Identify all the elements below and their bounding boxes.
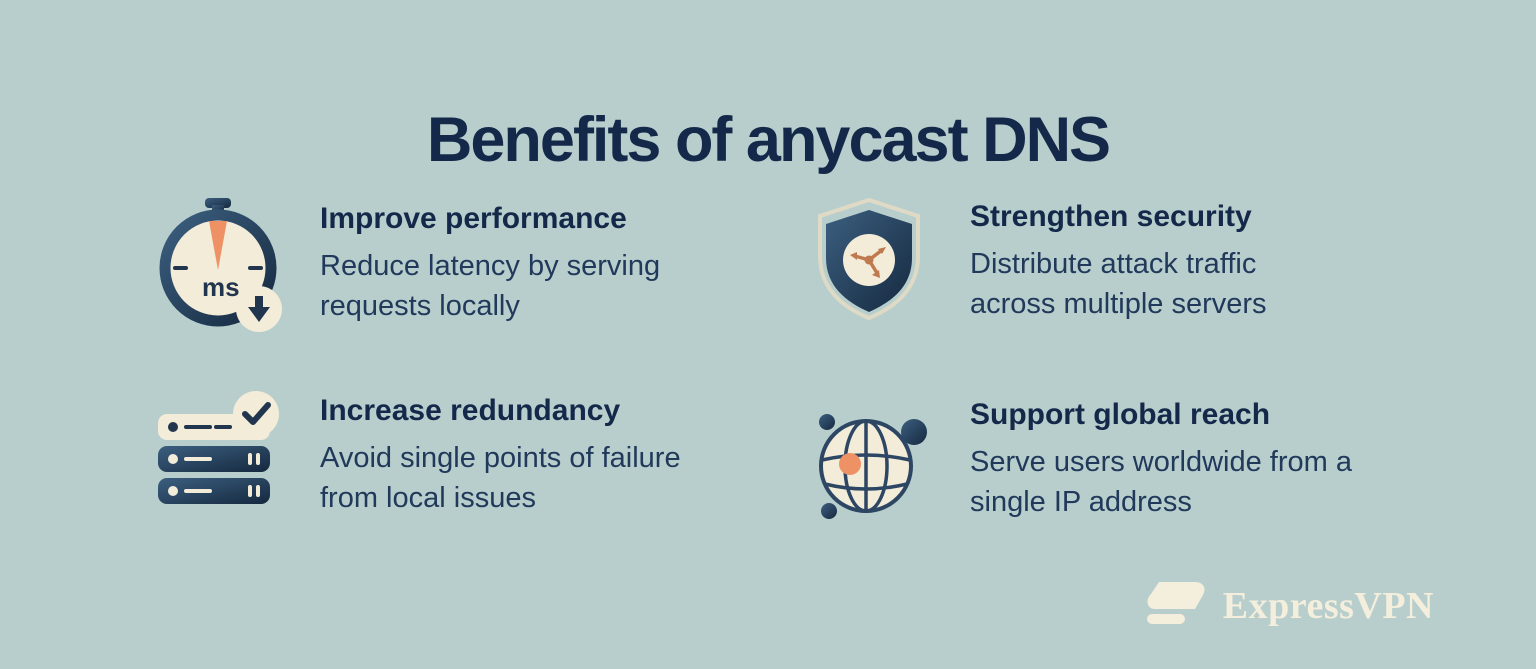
benefit-support-global-reach: Support global reach Serve users worldwi… (802, 392, 1402, 532)
server-stack-icon (152, 388, 286, 528)
globe-node-right (901, 419, 927, 445)
benefit-description: Avoid single points of failure from loca… (320, 442, 681, 515)
benefit-description: Serve users worldwide from a single IP a… (970, 446, 1352, 519)
expressvpn-logo-text: ExpressVPN (1222, 584, 1434, 627)
stopwatch-icon: ms (152, 196, 286, 336)
benefit-text-block: Increase redundancy Avoid single points … (320, 388, 686, 518)
server-row-3 (158, 478, 270, 504)
check-icon (233, 391, 279, 437)
server-stack-icon-svg (158, 391, 279, 504)
benefit-text-block: Support global reach Serve users worldwi… (970, 392, 1402, 522)
benefit-strengthen-security: Strengthen security Distribute attack tr… (802, 194, 1332, 334)
benefit-text-block: Strengthen security Distribute attack tr… (970, 194, 1332, 324)
benefit-description: Reduce latency by serving requests local… (320, 250, 661, 323)
expressvpn-logo-icon (1145, 580, 1207, 631)
globe-node-top-left (819, 414, 835, 430)
down-arrow-icon (236, 286, 282, 332)
benefit-title: Improve performance (320, 202, 627, 235)
benefit-description: Distribute attack traffic across multipl… (970, 248, 1267, 321)
benefit-title: Support global reach (970, 398, 1271, 431)
expressvpn-logo: ExpressVPN (1145, 580, 1434, 631)
globe-node-bottom-left (821, 503, 837, 519)
stopwatch-crown (205, 198, 231, 208)
benefit-increase-redundancy: Increase redundancy Avoid single points … (152, 388, 686, 528)
benefit-text-block: Improve performance Reduce latency by se… (320, 196, 732, 326)
shield-outline (818, 197, 920, 321)
stopwatch-ms-label: ms (202, 272, 240, 302)
benefit-title: Increase redundancy (320, 394, 621, 427)
stopwatch-icon-svg: ms (159, 198, 282, 332)
benefit-improve-performance: ms Improve performance Reduce latency by… (152, 196, 732, 336)
distribute-arrows-icon (850, 247, 886, 278)
globe-icon (802, 392, 936, 532)
shield-icon (802, 194, 936, 334)
benefit-title: Strengthen security (970, 200, 1252, 233)
server-row-2 (158, 446, 270, 472)
stopwatch-needle (209, 221, 227, 270)
page-title: Benefits of anycast DNS (426, 105, 1111, 176)
shield-icon-svg (818, 197, 920, 321)
globe-orange-node (839, 453, 861, 475)
globe-icon-svg (819, 414, 927, 519)
